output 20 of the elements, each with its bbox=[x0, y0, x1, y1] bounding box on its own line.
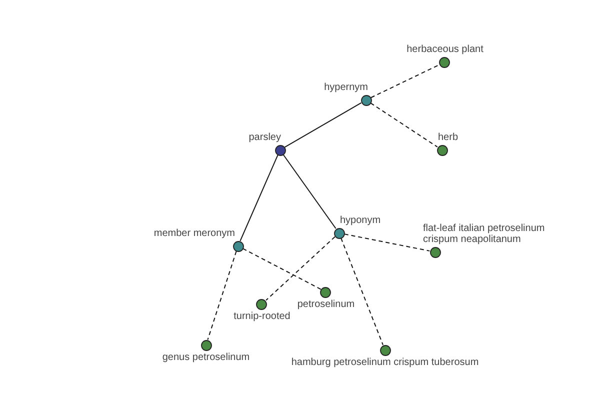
dashed-connector bbox=[242, 248, 322, 290]
connector-line bbox=[284, 102, 362, 148]
node-label: hyponym bbox=[340, 215, 381, 226]
dashed-connector bbox=[340, 238, 384, 346]
node-label: herb bbox=[438, 132, 458, 143]
dashed-connector bbox=[344, 234, 430, 252]
connector-line bbox=[282, 154, 336, 230]
node-label: flat-leaf italian petroselinum crispum neapolitanum bbox=[423, 223, 546, 245]
dashed-connector bbox=[207, 250, 237, 340]
node-label: turnip-rooted bbox=[234, 311, 290, 322]
node-label: petroselinum bbox=[297, 299, 355, 310]
dashed-connector bbox=[266, 236, 336, 301]
node-label: parsley bbox=[248, 132, 281, 143]
node-label: hamburg petroselinum crispum tuberosum bbox=[291, 357, 479, 368]
node-label: herbaceous plant bbox=[406, 44, 484, 55]
node-label: hypernym bbox=[324, 82, 368, 93]
connector-line bbox=[240, 154, 278, 242]
node-label: genus petroselinum bbox=[162, 352, 250, 363]
dashed-connector bbox=[370, 102, 438, 148]
node-label: member meronym bbox=[154, 228, 235, 239]
